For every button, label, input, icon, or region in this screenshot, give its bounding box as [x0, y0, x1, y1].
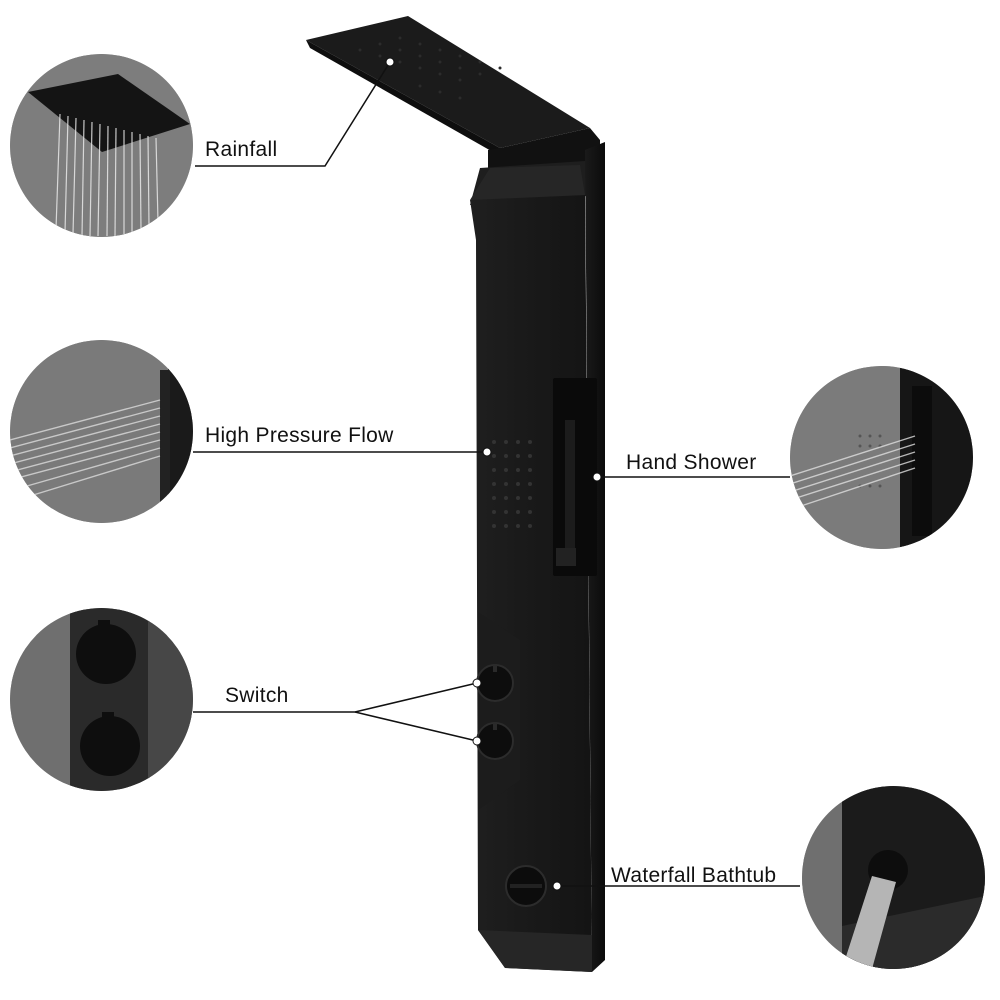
rainfall-detail-circle: [10, 54, 193, 237]
rain-head: [306, 16, 590, 148]
rainfall-label: Rainfall: [205, 138, 278, 161]
hand-shower-label: Hand Shower: [626, 451, 757, 474]
waterfall-bathtub-detail-circle: [802, 786, 985, 969]
high-pressure-flow-label: High Pressure Flow: [205, 424, 394, 447]
hand-shower-detail-circle: [790, 366, 973, 549]
switch-detail-circle: [10, 608, 193, 791]
switch-label: Switch: [225, 684, 289, 707]
panel-body: [470, 195, 592, 972]
switch-knobs: [476, 664, 514, 760]
high-pressure-flow-detail-circle: [10, 340, 193, 523]
body-jets: [492, 440, 532, 528]
waterfall-bathtub-label: Waterfall Bathtub: [611, 864, 777, 887]
